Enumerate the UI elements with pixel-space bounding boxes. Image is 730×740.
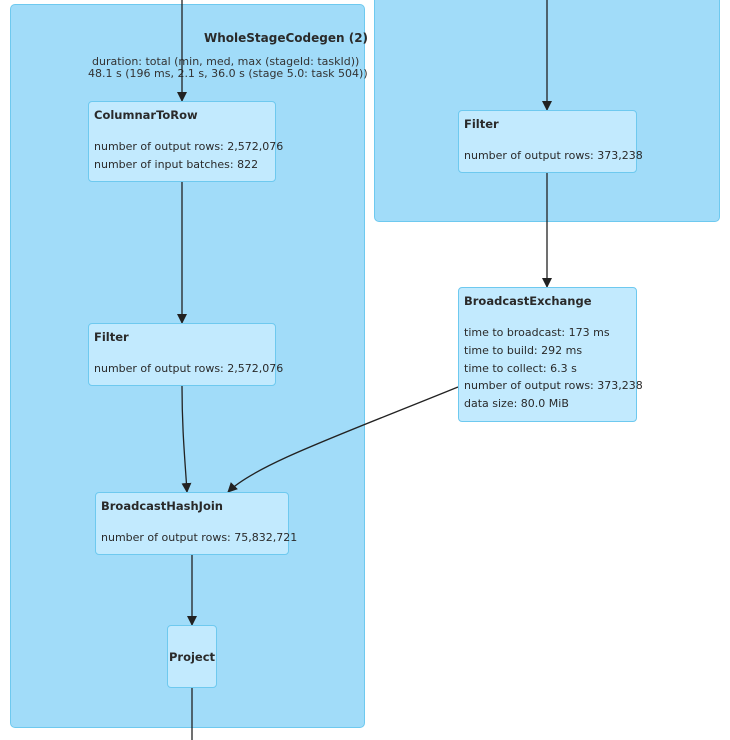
node-metric: time to broadcast: 173 ms [464,326,610,339]
node-name: BroadcastHashJoin [101,499,223,513]
node-filter-left[interactable]: Filter number of output rows: 2,572,076 [88,323,284,386]
node-broadcast-hash-join[interactable]: BroadcastHashJoin number of output rows:… [95,492,298,555]
node-metric: data size: 80.0 MiB [464,397,569,411]
node-metric: number of input batches: 822 [94,157,259,171]
node-name: BroadcastExchange [464,294,592,308]
node-metric: number of output rows: 2,572,076 [94,140,284,153]
node-broadcast-exchange[interactable]: BroadcastExchange time to broadcast: 173… [458,287,643,422]
node-columnar-to-row[interactable]: ColumnarToRow number of output rows: 2,5… [88,101,284,182]
node-metric: number of output rows: 373,238 [464,149,643,162]
node-metric: number of output rows: 373,238 [464,379,643,393]
node-metric: number of output rows: 2,572,076 [94,362,284,375]
node-name: Filter [94,330,129,344]
node-name: Filter [464,117,499,131]
node-metric: number of output rows: 75,832,721 [101,531,298,544]
cluster-title: WholeStageCodegen (2) [204,31,369,45]
cluster-duration-header: duration: total (min, med, max (stageId:… [92,55,360,68]
node-filter-right[interactable]: Filter number of output rows: 373,238 [458,110,643,173]
node-metric: time to collect: 6.3 s [464,361,577,375]
node-name: Project [168,649,216,664]
cluster-duration-value: 48.1 s (196 ms, 2.1 s, 36.0 s (stage 5.0… [88,67,368,80]
node-name: ColumnarToRow [94,108,198,122]
node-project[interactable]: Project [167,625,217,688]
node-metric: time to build: 292 ms [464,343,583,357]
